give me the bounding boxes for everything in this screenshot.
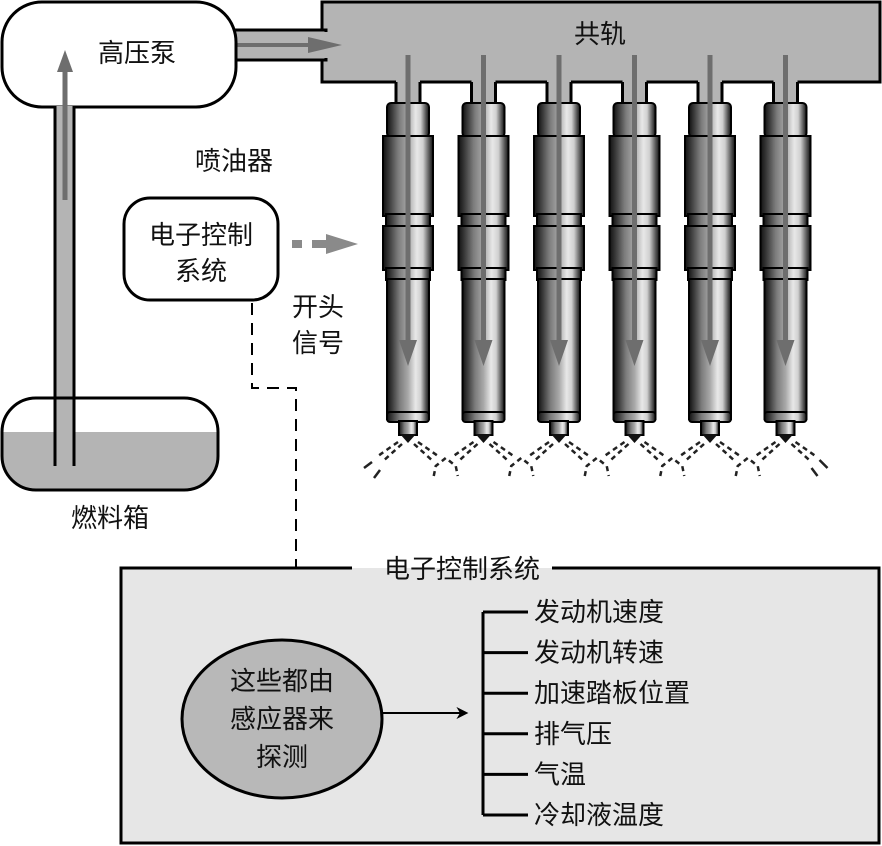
- fuel-spray-icon: [583, 456, 610, 477]
- fuel-spray-icon: [508, 456, 535, 477]
- sensed-parameter-item: 冷却液温度: [483, 801, 664, 831]
- fuel-spray-icon: [603, 440, 666, 463]
- high-pressure-pump-label: 高压泵: [98, 39, 176, 69]
- flow-arrowhead-icon: [550, 340, 568, 366]
- signal-label-line1: 开头: [292, 293, 344, 323]
- ecu-dashed-connector: [251, 303, 297, 568]
- sensed-parameter-item: 排气压: [483, 720, 612, 750]
- fuel-level: [2, 432, 218, 490]
- flow-arrowhead-icon: [701, 340, 719, 366]
- signal-arrow: [292, 234, 358, 254]
- ecu-box: 电子控制 系统: [122, 196, 280, 302]
- fuel-spray-icon: [679, 440, 741, 463]
- injector: [528, 55, 590, 463]
- ecu-panel: 电子控制系统 这些都由 感应器来 探测 发动机速度发动机转速加速踏板位置排气压气…: [119, 555, 881, 845]
- ecu-panel-title: 电子控制系统: [384, 555, 540, 585]
- sensed-parameter-label: 排气压: [534, 720, 612, 750]
- flow-arrowhead-icon: [776, 340, 795, 366]
- sensor-node-line3: 探测: [256, 743, 308, 773]
- fuel-tank: 燃料箱: [0, 396, 220, 534]
- fuel-tank-label: 燃料箱: [71, 504, 149, 534]
- ecu-box-label-line2: 系统: [175, 257, 227, 287]
- high-pressure-pump: 高压泵: [0, 0, 238, 109]
- fuel-spray-icon: [363, 461, 381, 479]
- injectors-label: 喷油器: [195, 147, 273, 177]
- injector: [377, 55, 439, 463]
- sensed-parameter-item: 加速踏板位置: [483, 679, 690, 709]
- injectors: [363, 55, 829, 479]
- sensor-node: [180, 638, 384, 800]
- fuel-spray-icon: [432, 456, 459, 477]
- fuel-spray-icon: [659, 456, 686, 477]
- common-rail-label: 共轨: [574, 20, 626, 50]
- sensed-parameter-label: 加速踏板位置: [534, 679, 690, 709]
- injector: [452, 55, 515, 463]
- ecu-box-label-line1: 电子控制: [149, 221, 253, 251]
- injector: [679, 55, 741, 463]
- pump-rail-pipe: [216, 28, 342, 62]
- signal-arrowhead-icon: [326, 234, 358, 254]
- flow-arrowhead-icon: [625, 340, 644, 366]
- injector: [754, 55, 817, 463]
- sensed-parameter-label: 冷却液温度: [534, 801, 664, 831]
- flow-arrowhead-icon: [474, 340, 493, 366]
- flow-arrowhead-icon: [399, 340, 417, 366]
- fuel-spray-icon: [377, 440, 439, 463]
- fuel-spray-icon: [754, 440, 817, 463]
- sensed-parameter-label: 发动机速度: [534, 598, 664, 628]
- fuel-spray-icon: [810, 459, 829, 477]
- fuel-spray-icon: [734, 456, 761, 477]
- fuel-spray-icon: [452, 440, 515, 463]
- sensed-parameter-label: 气温: [534, 760, 586, 790]
- injector: [603, 55, 666, 463]
- sensor-node-line2: 感应器来: [230, 705, 334, 735]
- sensed-parameter-label: 发动机转速: [534, 639, 664, 669]
- flow-arrowhead-icon: [308, 37, 342, 53]
- sensor-node-line1: 这些都由: [230, 667, 334, 697]
- sensed-parameter-item: 气温: [483, 760, 586, 790]
- sensed-parameter-item: 发动机速度: [483, 598, 664, 628]
- fuel-spray-icon: [528, 440, 590, 463]
- flow-arrowhead-icon: [57, 50, 73, 72]
- sensed-parameter-item: 发动机转速: [483, 639, 664, 669]
- signal-label-line2: 信号: [292, 329, 344, 359]
